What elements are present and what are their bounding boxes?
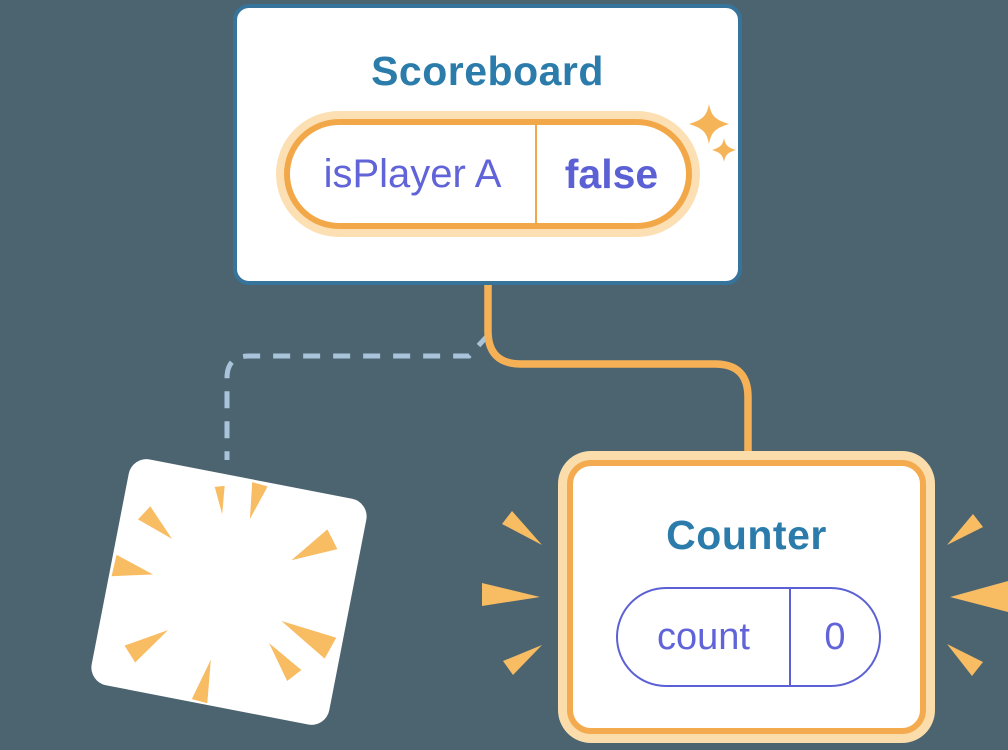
explosion-burst-icon xyxy=(111,482,338,704)
state-key-label: isPlayer A xyxy=(323,151,502,196)
scoreboard-state-pill: isPlayer A false xyxy=(284,119,692,229)
state-key-cell: count xyxy=(618,589,789,685)
pill-divider xyxy=(535,125,537,223)
sparkle-icon xyxy=(689,104,736,162)
state-value-label: 0 xyxy=(824,615,846,658)
state-key-label: count xyxy=(657,615,750,658)
emphasis-burst-left-icon xyxy=(482,511,542,675)
removed-connection-dashed-line xyxy=(224,331,492,460)
counter-state-pill: count 0 xyxy=(616,587,881,687)
scoreboard-title: Scoreboard xyxy=(371,48,604,94)
destroyed-component-box xyxy=(88,456,370,728)
state-value-cell: false xyxy=(537,125,686,223)
emphasis-burst-right-icon xyxy=(947,514,1008,676)
scoreboard-card: Scoreboard isPlayer A false xyxy=(233,4,742,285)
counter-title: Counter xyxy=(666,512,827,558)
state-value-cell: 0 xyxy=(791,589,879,685)
state-value-label: false xyxy=(564,150,659,197)
state-key-cell: isPlayer A xyxy=(290,125,535,223)
pill-divider xyxy=(789,589,791,685)
active-connection-line xyxy=(484,284,752,454)
counter-card: Counter count 0 xyxy=(567,460,926,734)
